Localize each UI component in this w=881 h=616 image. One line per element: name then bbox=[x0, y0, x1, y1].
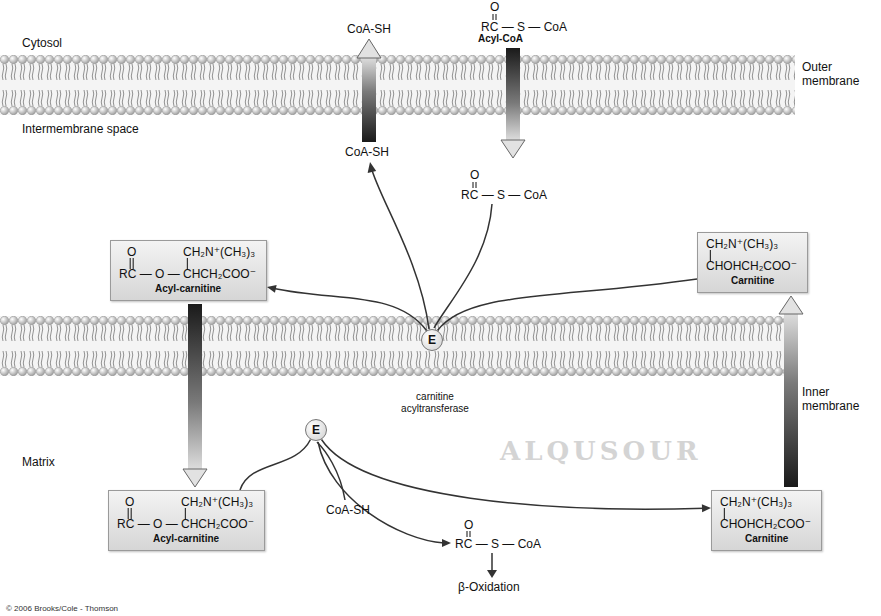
formula-text: CHOHCH₂COO⁻ bbox=[720, 517, 811, 531]
compound-name: Acyl-CoA bbox=[478, 33, 523, 45]
reaction-arrow bbox=[267, 285, 427, 331]
compound-name: Acyl-carnitine bbox=[153, 533, 219, 545]
formula-text: CoA-SH bbox=[345, 145, 389, 159]
reaction-arrow bbox=[240, 440, 311, 490]
membrane-label: Inner membrane bbox=[802, 385, 874, 413]
enzyme-label: carnitine acyltransferase bbox=[393, 391, 477, 415]
watermark: ALQUSOUR bbox=[500, 436, 701, 466]
formula-text: O bbox=[125, 495, 134, 509]
formula-text: RC — S — CoA bbox=[481, 20, 567, 34]
formula-text: CH₂N⁺(CH₃)₃ bbox=[183, 245, 255, 259]
reaction-arrow bbox=[779, 296, 803, 487]
compound-name: Acyl-carnitine bbox=[155, 283, 221, 295]
compound-box: CH₂N⁺(CH₃)₃ CHOHCH₂COO⁻ Carnitine bbox=[697, 232, 808, 293]
region-label: Intermembrane space bbox=[22, 122, 139, 136]
region-label: Matrix bbox=[22, 455, 55, 469]
enzyme-symbol: E bbox=[428, 334, 436, 346]
compound-name: Carnitine bbox=[745, 533, 788, 545]
formula-text: CoA-SH bbox=[326, 503, 370, 517]
enzyme-circle: E bbox=[421, 329, 443, 351]
formula-text: O bbox=[464, 518, 473, 532]
reaction-arrow bbox=[438, 279, 698, 330]
formula-text: CHOHCH₂COO⁻ bbox=[706, 259, 797, 273]
compound-box: O CH₂N⁺(CH₃)₃ RC — O — CHCH₂COO⁻ Acyl-carni… bbox=[110, 240, 267, 301]
pathway-label: β-Oxidation bbox=[458, 580, 520, 594]
formula-text: CoA-SH bbox=[347, 22, 391, 36]
membrane-label: Outer membrane bbox=[802, 60, 874, 88]
region-label: Cytosol bbox=[22, 36, 62, 50]
copyright-note: © 2006 Brooks/Cole - Thomson bbox=[6, 604, 118, 614]
formula-text: RC — O — CHCH₂COO⁻ bbox=[119, 267, 256, 281]
enzyme-circle: E bbox=[305, 419, 327, 441]
formula-text: RC — S — CoA bbox=[455, 537, 541, 551]
compound-name: Carnitine bbox=[731, 275, 774, 287]
compound-box: CH₂N⁺(CH₃)₃ CHOHCH₂COO⁻ Carnitine bbox=[711, 490, 822, 551]
formula-text: O bbox=[490, 0, 499, 14]
formula-text: O bbox=[127, 245, 136, 259]
formula-text: RC — S — CoA bbox=[461, 188, 547, 202]
formula-text: RC — O — CHCH₂COO⁻ bbox=[117, 517, 254, 531]
formula-text: CH₂N⁺(CH₃)₃ bbox=[720, 495, 792, 509]
enzyme-symbol: E bbox=[312, 424, 320, 436]
formula-text: O bbox=[470, 168, 479, 182]
formula-text: CH₂N⁺(CH₃)₃ bbox=[181, 495, 253, 509]
reaction-arrow bbox=[183, 304, 207, 487]
formula-text: CH₂N⁺(CH₃)₃ bbox=[706, 237, 778, 251]
compound-box: O CH₂N⁺(CH₃)₃ RC — O — CHCH₂COO⁻ Acyl-carni… bbox=[108, 490, 265, 551]
